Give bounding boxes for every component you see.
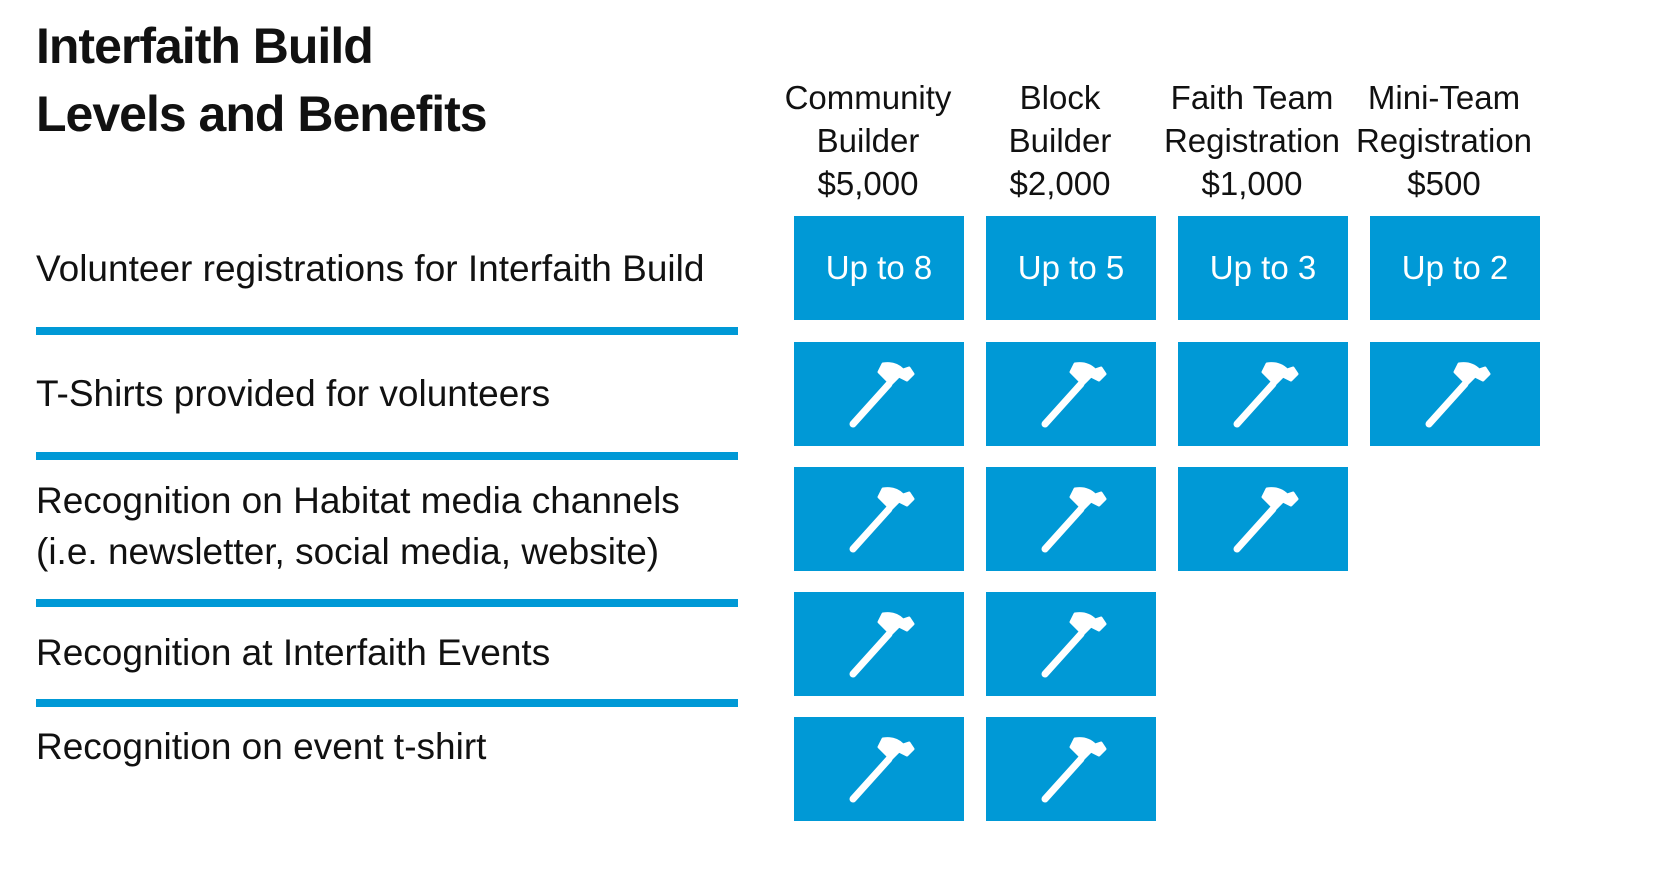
benefit-label-event-tshirt: Recognition on event t-shirt xyxy=(36,721,746,772)
hammer-icon xyxy=(839,604,919,684)
registration-cell-block-builder: Up to 5 xyxy=(986,216,1156,320)
level-name: Block xyxy=(1019,79,1101,116)
hammer-icon xyxy=(839,354,919,434)
registration-cell-community-builder: Up to 8 xyxy=(794,216,964,320)
title-line-1: Interfaith Build xyxy=(36,18,374,74)
benefit-label-text: (i.e. newsletter, social media, website) xyxy=(36,531,660,572)
hammer-icon xyxy=(1031,604,1111,684)
hammer-icon xyxy=(1223,354,1303,434)
title-line-2: Levels and Benefits xyxy=(36,86,488,142)
benefit-label-registrations: Volunteer registrations for Interfaith B… xyxy=(36,243,746,294)
benefit-label-text: T-Shirts provided for volunteers xyxy=(36,373,551,414)
row-divider xyxy=(36,699,738,707)
benefit-label-text: Recognition on Habitat media channels xyxy=(36,480,680,521)
benefit-label-media: Recognition on Habitat media channels (i… xyxy=(36,475,746,577)
benefit-label-tshirts: T-Shirts provided for volunteers xyxy=(36,368,746,419)
benefit-cell xyxy=(986,467,1156,571)
level-name: Faith Team xyxy=(1170,79,1334,116)
benefit-cell xyxy=(1178,342,1348,446)
level-name: Community xyxy=(784,79,952,116)
level-header-faith-team: Faith Team Registration $1,000 xyxy=(1152,76,1352,205)
hammer-icon xyxy=(839,729,919,809)
row-divider xyxy=(36,327,738,335)
row-divider xyxy=(36,452,738,460)
level-header-community-builder: Community Builder $5,000 xyxy=(768,76,968,205)
level-header-mini-team: Mini-Team Registration $500 xyxy=(1344,76,1544,205)
benefit-label-text: Recognition at Interfaith Events xyxy=(36,632,551,673)
level-name: Builder xyxy=(1008,122,1112,159)
hammer-icon xyxy=(1415,354,1495,434)
benefit-cell xyxy=(986,592,1156,696)
benefit-label-events: Recognition at Interfaith Events xyxy=(36,627,746,678)
level-price: $500 xyxy=(1407,165,1481,202)
level-name: Mini-Team xyxy=(1367,79,1521,116)
hammer-icon xyxy=(1031,479,1111,559)
level-name: Registration xyxy=(1163,122,1341,159)
hammer-icon xyxy=(839,479,919,559)
hammer-icon xyxy=(1223,479,1303,559)
benefit-cell xyxy=(794,467,964,571)
level-name: Builder xyxy=(816,122,920,159)
benefit-cell xyxy=(794,717,964,821)
benefit-cell xyxy=(794,592,964,696)
level-header-block-builder: Block Builder $2,000 xyxy=(960,76,1160,205)
benefit-label-text: Volunteer registrations for Interfaith B… xyxy=(36,248,705,289)
hammer-icon xyxy=(1031,729,1111,809)
registration-cell-faith-team: Up to 3 xyxy=(1178,216,1348,320)
benefit-cell xyxy=(1178,467,1348,571)
level-price: $2,000 xyxy=(1009,165,1111,202)
benefit-cell xyxy=(794,342,964,446)
level-price: $5,000 xyxy=(817,165,919,202)
level-name: Registration xyxy=(1355,122,1533,159)
benefit-label-text: Recognition on event t-shirt xyxy=(36,726,487,767)
benefit-cell xyxy=(1370,342,1540,446)
level-price: $1,000 xyxy=(1201,165,1303,202)
row-divider xyxy=(36,599,738,607)
benefit-cell xyxy=(986,717,1156,821)
hammer-icon xyxy=(1031,354,1111,434)
benefit-cell xyxy=(986,342,1156,446)
page-title: Interfaith Build Levels and Benefits xyxy=(36,12,488,148)
registration-cell-mini-team: Up to 2 xyxy=(1370,216,1540,320)
